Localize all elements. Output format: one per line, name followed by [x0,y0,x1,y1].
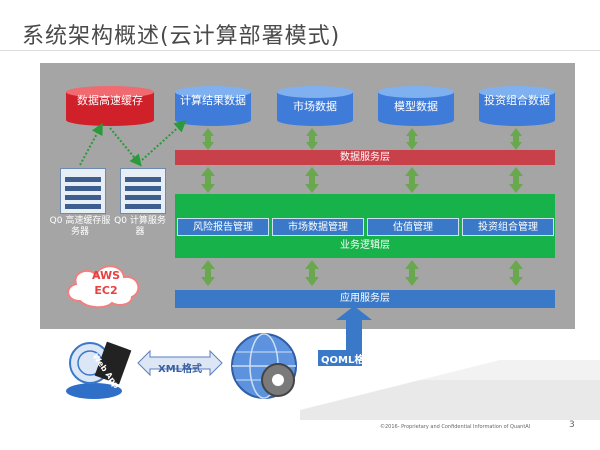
db-market-data: 市场数据 [277,86,353,126]
db-calc-results: 计算结果数据 [175,86,251,126]
module-risk-report: 风险报告管理 [177,218,269,236]
cache-database-label: 数据高速缓存 [77,94,143,107]
db-label: 模型数据 [394,100,438,113]
footer-copyright: ©2016- Proprietary and Confidential Info… [380,424,531,430]
cloud-label: AWS EC2 [91,269,121,297]
compute-server-icon [120,168,166,214]
cache-server-label: Q0 高速缓存服务器 [49,216,111,237]
db-label: 计算结果数据 [180,94,246,107]
cloud-icon [67,265,140,309]
qoml-format-label: QOML格式 [321,355,375,366]
module-market-data: 市场数据管理 [272,218,364,236]
data-service-layer-label: 数据服务层 [340,152,390,163]
page-title: 系统架构概述(云计算部署模式) [22,24,341,49]
app-service-layer: 应用服务层 [175,290,555,308]
cache-server-icon [60,168,106,214]
web-app-icon [66,341,132,399]
cache-database: 数据高速缓存 [66,86,154,126]
title-divider [0,50,600,51]
page-number: 3 [569,420,575,430]
db-portfolio-data: 投资组合数据 [479,86,555,126]
db-label: 市场数据 [293,100,337,113]
data-service-layer: 数据服务层 [175,150,555,165]
db-model-data: 模型数据 [378,86,454,126]
db-label: 投资组合数据 [484,94,550,107]
app-service-layer-label: 应用服务层 [340,293,390,304]
business-logic-layer-label: 业务逻辑层 [340,240,390,251]
module-valuation: 估值管理 [367,218,459,236]
module-portfolio: 投资组合管理 [462,218,554,236]
xml-format-label: XML格式 [158,364,203,375]
globe-gear-icon [231,333,297,399]
compute-server-label: Q0 计算服务器 [114,216,166,237]
